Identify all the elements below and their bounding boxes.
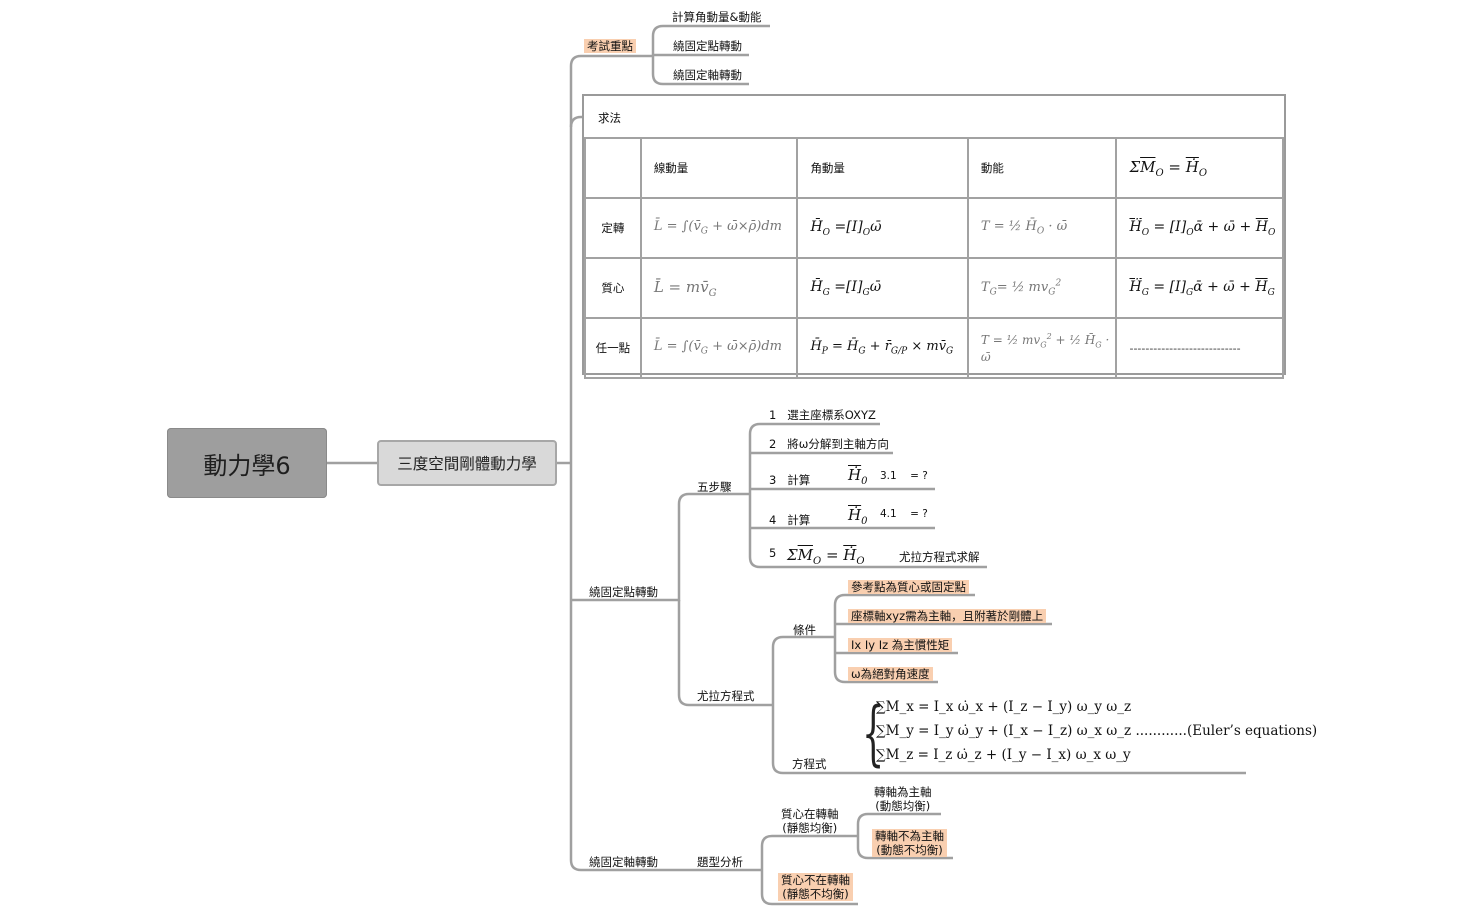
fixed-axis-label[interactable]: 繞固定軸轉動 <box>589 855 658 869</box>
header-energy: 動能 <box>966 137 1118 199</box>
five-steps-label[interactable]: 五步驟 <box>697 480 732 494</box>
cm-on-axis[interactable]: 質心在轉軸 (靜態均衡) <box>781 807 839 835</box>
header-moment: ΣMO = ḢO <box>1115 137 1284 199</box>
cell-energy: T = ½ H̄O · ω̄ <box>966 197 1118 259</box>
header-angular: 角動量 <box>796 137 969 199</box>
subtopic-node[interactable]: 三度空間剛體動力學 <box>377 440 557 486</box>
cm-off-axis[interactable]: 質心不在轉軸 (靜態不均衡) <box>778 873 853 901</box>
cell-angular: H̄O =[I]Oω̄ <box>796 197 969 259</box>
subtopic-title: 三度空間剛體動力學 <box>397 455 537 473</box>
step-number: 2 <box>769 437 777 451</box>
cell-linear: L̄ = ∫(v̄G + ω̄×ρ̄)dm <box>639 197 799 259</box>
header-linear: 線動量 <box>639 137 799 199</box>
principal-axis[interactable]: 轉軸為主軸 (動態均衡) <box>874 785 932 813</box>
condition-1[interactable]: 參考點為質心或固定點 <box>848 580 969 594</box>
euler-equations: ∑M_x = I_x ω̇_x + (I_z − I_y) ω_y ω_z ∑M… <box>866 695 1317 767</box>
step-3-formula: Ḣ0 <box>848 466 868 487</box>
cell-moment-empty: ---------------------------- <box>1115 317 1284 379</box>
step-4-formula: Ḣ0 <box>848 506 868 527</box>
step-text: 計算 <box>787 473 811 487</box>
method-table: 求法 線動量 角動量 動能 ΣMO = ḢO 定轉 L̄ = ∫(v̄G + ω… <box>582 94 1286 379</box>
step-1[interactable]: 1 選主座標系OXYZ <box>769 408 876 422</box>
table-row: 質心 L̄ = mv̄G H̄G =[I]Gω̄ TG= ½ mvG2 ḢG =… <box>584 257 1284 319</box>
step-text: 選主座標系OXYZ <box>787 408 876 422</box>
cell-energy: T = ½ mvG2 + ½ H̄G · ω̄ <box>966 317 1118 379</box>
euler-eq-2: ∑M_y = I_y ω̇_y + (I_x − I_z) ω_x ω_z ..… <box>876 723 1318 739</box>
row-label-any: 任一點 <box>584 317 642 379</box>
cell-linear: L̄ = mv̄G <box>639 257 799 319</box>
step-4[interactable]: 4 計算 <box>769 513 810 527</box>
step-number: 3 <box>769 473 777 487</box>
method-grid: 線動量 角動量 動能 ΣMO = ḢO 定轉 L̄ = ∫(v̄G + ω̄×ρ… <box>584 137 1284 379</box>
root-title: 動力學6 <box>203 451 291 480</box>
cell-angular: H̄G =[I]Gω̄ <box>796 257 969 319</box>
step-text: 將ω分解到主軸方向 <box>787 437 889 451</box>
row-label-fixed: 定轉 <box>584 197 642 259</box>
condition-3[interactable]: Ix Iy Iz 為主慣性矩 <box>848 638 953 652</box>
step-4-sub: 4.1 = ? <box>880 508 928 520</box>
step-3-sub: 3.1 = ? <box>880 470 928 482</box>
step-number: 1 <box>769 408 777 422</box>
table-header-row: 線動量 角動量 動能 ΣMO = ḢO <box>584 137 1284 199</box>
step-number: 5 <box>769 546 777 560</box>
exam-item-3[interactable]: 繞固定軸轉動 <box>673 68 742 82</box>
euler-eq-3: ∑M_z = I_z ω̇_z + (I_y − I_x) ω_x ω_y <box>876 747 1131 763</box>
step-2[interactable]: 2 將ω分解到主軸方向 <box>769 437 889 451</box>
step-3[interactable]: 3 計算 <box>769 473 810 487</box>
table-row: 任一點 L̄ = ∫(v̄G + ω̄×ρ̄)dm H̄P = H̄G + r̄… <box>584 317 1284 379</box>
step-text: 計算 <box>787 513 811 527</box>
step-5[interactable]: 5 <box>769 546 776 560</box>
condition-4[interactable]: ω為絕對角速度 <box>848 667 933 681</box>
euler-eq-1: ∑M_x = I_x ω̇_x + (I_z − I_y) ω_y ω_z <box>876 699 1132 715</box>
analysis-label[interactable]: 題型分析 <box>697 855 743 869</box>
cell-moment: ḢO = [I]Oᾱ + ω̄ + HO <box>1115 197 1284 259</box>
not-principal-axis[interactable]: 轉軸不為主軸 (動態不均衡) <box>872 829 947 857</box>
header-empty <box>584 137 642 199</box>
euler-note: ............(Euler’s equations) <box>1135 723 1318 739</box>
root-topic[interactable]: 動力學6 <box>167 428 327 498</box>
conditions-label[interactable]: 條件 <box>793 623 816 637</box>
exam-points-label[interactable]: 考試重點 <box>584 39 636 53</box>
exam-item-2[interactable]: 繞固定點轉動 <box>673 39 742 53</box>
euler-label[interactable]: 尤拉方程式 <box>697 689 755 703</box>
method-label[interactable]: 求法 <box>598 111 621 125</box>
exam-item-1[interactable]: 計算角動量&動能 <box>672 10 762 24</box>
step-5-formula: ΣMO = ḢO <box>787 546 865 567</box>
brace-icon: { <box>862 692 885 774</box>
table-row: 定轉 L̄ = ∫(v̄G + ω̄×ρ̄)dm H̄O =[I]Oω̄ T =… <box>584 197 1284 259</box>
condition-2[interactable]: 座標軸xyz需為主軸，且附著於剛體上 <box>848 609 1047 623</box>
cell-energy: TG= ½ mvG2 <box>966 257 1118 319</box>
cell-angular: H̄P = H̄G + r̄G/P × mv̄G <box>796 317 969 379</box>
cell-moment: ḢG = [I]Gᾱ + ω̄ + HG <box>1115 257 1284 319</box>
fixed-point-label[interactable]: 繞固定點轉動 <box>589 585 658 599</box>
step-5-text: 尤拉方程式求解 <box>899 550 980 564</box>
cell-linear: L̄ = ∫(v̄G + ω̄×ρ̄)dm <box>639 317 799 379</box>
step-number: 4 <box>769 513 777 527</box>
equations-label[interactable]: 方程式 <box>792 757 827 771</box>
row-label-cm: 質心 <box>584 257 642 319</box>
